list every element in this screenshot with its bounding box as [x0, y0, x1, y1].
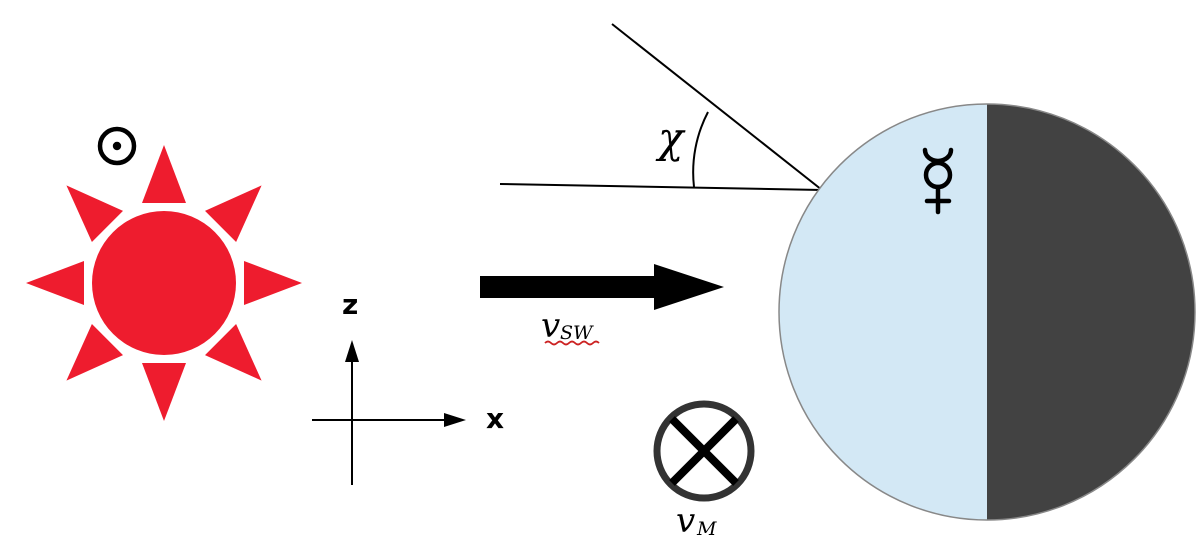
sun-ray — [142, 145, 186, 203]
x-arrowhead — [444, 413, 466, 427]
sun-rays — [26, 145, 302, 421]
field-lines — [499, 23, 823, 191]
angle-arc — [692, 111, 709, 188]
v-m-label: v M — [676, 501, 717, 541]
mercury-planet — [778, 103, 1196, 521]
sun-ray — [205, 324, 262, 381]
svg-text:M: M — [696, 518, 717, 540]
sun-disc — [92, 211, 236, 355]
nightside-hemisphere — [987, 104, 1195, 520]
coordinate-axes — [312, 340, 466, 485]
sun-ray — [244, 261, 302, 305]
v-sw-label: v SW — [541, 306, 600, 346]
sun-ray — [142, 363, 186, 421]
spellcheck-underline — [544, 340, 600, 346]
x-axis-label: x — [486, 402, 504, 435]
sun-ray — [66, 324, 123, 381]
horizontal-line — [499, 183, 823, 191]
mercury-symbol-icon — [922, 147, 954, 215]
sun-symbol — [97, 126, 137, 166]
svg-text:v: v — [541, 306, 560, 346]
sun-ray — [66, 185, 123, 242]
svg-text:v: v — [676, 501, 695, 541]
dayside-hemisphere — [779, 104, 987, 520]
sun-icon — [26, 145, 302, 421]
sun-ray — [26, 261, 84, 305]
inclined-line — [611, 23, 823, 191]
into-page-circle-cross-icon — [653, 400, 755, 502]
svg-text:SW: SW — [560, 322, 594, 344]
solar-wind-arrow — [480, 264, 724, 310]
z-arrowhead — [345, 340, 359, 362]
sun-ray — [205, 185, 262, 242]
z-axis-label: z — [342, 288, 358, 321]
angle-label: χ — [655, 113, 686, 162]
